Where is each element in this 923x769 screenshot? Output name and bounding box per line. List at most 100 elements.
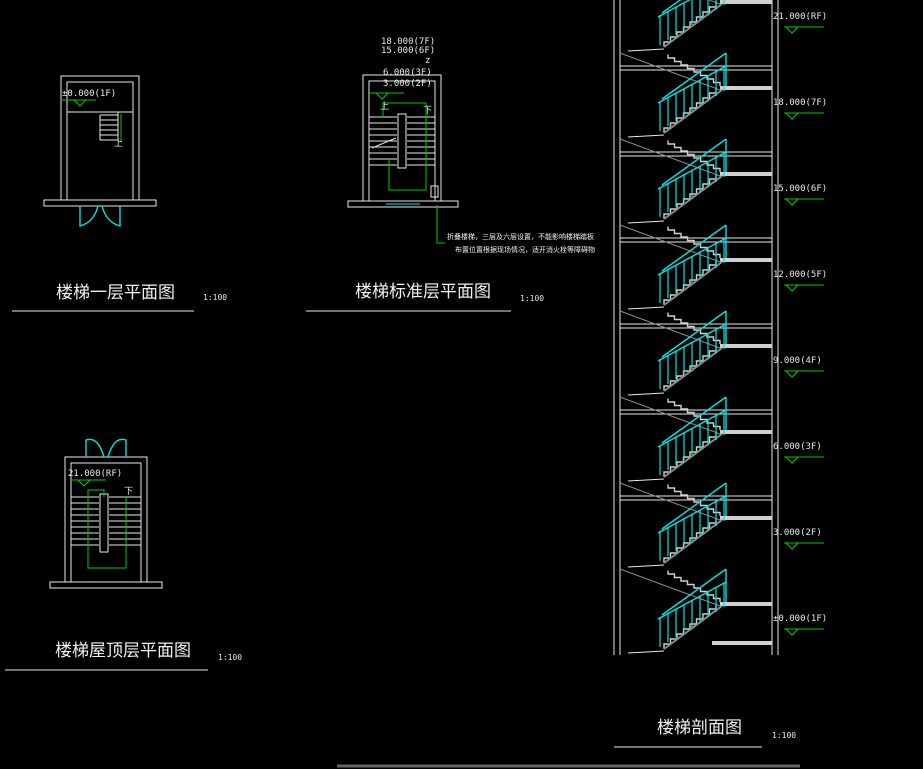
standard-floor-scale: 1:100 (520, 294, 544, 303)
stair-slope-line (627, 220, 665, 224)
stair-diagonal (619, 310, 721, 349)
stair-stringer (663, 433, 723, 478)
stair-diagonal (619, 138, 721, 177)
handrail (661, 224, 727, 272)
stair-diagonal (619, 52, 721, 91)
floor-slab (619, 495, 773, 501)
stair-stringer (663, 175, 723, 220)
stair-flight (667, 570, 721, 602)
stair-slope-line (627, 134, 665, 138)
stair-landing (720, 258, 772, 262)
stair-landing (720, 602, 772, 606)
stair-landing (720, 344, 772, 348)
stair-flight (663, 2, 717, 47)
level-marker-triangle (785, 542, 799, 550)
roof-floor-stair (71, 493, 141, 553)
stair-diagonal (619, 224, 721, 263)
stair-slope-line (627, 392, 665, 396)
standard-floor-plan (347, 74, 459, 244)
standard-floor-title: 楼梯标准层平面图 (355, 282, 491, 302)
stair-flight (667, 54, 721, 86)
stair-landing (720, 86, 772, 90)
stair-flight (667, 226, 721, 258)
stair-flight (663, 88, 717, 133)
floor-slab (619, 323, 773, 329)
stair-landing (720, 172, 772, 176)
first-floor-elevation: ±0.000(1F) (62, 89, 116, 99)
stair-flight (663, 346, 717, 391)
section-level-labels: 21.000(RF)18.000(7F)15.000(6F)12.000(5F)… (773, 12, 827, 636)
section-title: 楼梯剖面图 (657, 718, 742, 738)
handrail (661, 482, 727, 530)
stair-diagonal (619, 568, 721, 607)
roof-floor-title: 楼梯屋顶层平面图 (55, 641, 191, 661)
handrail (661, 138, 727, 186)
handrail (657, 0, 691, 18)
stair-slope-line (627, 564, 665, 568)
handrail (661, 310, 727, 358)
svg-text:上: 上 (380, 101, 389, 112)
roof-floor-door (85, 438, 127, 458)
standard-floor-ellipsis: z (425, 56, 430, 66)
floor-slab (619, 65, 773, 71)
handrail (661, 0, 682, 14)
stair-slope-line (627, 48, 665, 52)
stair-diagonal (619, 396, 721, 435)
floor-slab (619, 151, 773, 157)
section-scale: 1:100 (772, 731, 796, 740)
handrail (661, 396, 727, 444)
stair-flight (667, 140, 721, 172)
stair-flight (663, 174, 717, 219)
stair-landing (720, 516, 772, 520)
standard-floor-elevation-2f: 3.000(2F) (383, 79, 432, 89)
handrail (661, 568, 727, 616)
stair-flight (663, 432, 717, 477)
level-marker-triangle (785, 26, 799, 34)
first-floor-plan (43, 75, 157, 227)
first-floor-door (79, 205, 121, 227)
standard-floor-elevation-6f: 15.000(6F) (381, 46, 435, 56)
section-level-label: ±0.000(1F) (773, 614, 827, 624)
stair-slope-line (627, 650, 665, 654)
stair-flight (667, 484, 721, 516)
stair-flight (663, 604, 717, 649)
standard-floor-stair (369, 113, 435, 169)
stair-stringer (663, 3, 723, 48)
stair-stringer (663, 519, 723, 564)
stair-diagonal (619, 482, 721, 521)
first-floor-title: 楼梯一层平面图 (56, 283, 175, 303)
level-marker-triangle (785, 284, 799, 292)
first-floor-scale: 1:100 (203, 293, 227, 302)
stair-landing (720, 430, 772, 434)
floor-slab (619, 237, 773, 243)
stair-stringer (663, 89, 723, 134)
stair-flight (667, 312, 721, 344)
standard-floor-note-line2: 布置位置根据现场情况，适开消火栓等障碍物 (455, 245, 595, 254)
floor-slab (619, 409, 773, 415)
first-floor-stair (99, 111, 125, 141)
handrail (661, 52, 727, 100)
svg-text:上: 上 (114, 138, 123, 149)
stair-stringer (663, 261, 723, 306)
level-marker-triangle (785, 112, 799, 120)
roof-floor-elevation: 21.000(RF) (68, 469, 122, 479)
standard-floor-elevation-7f: 18.000(7F) (381, 37, 435, 47)
stair-slope-line (627, 306, 665, 310)
stair-flight (663, 260, 717, 305)
level-marker-triangle (785, 370, 799, 378)
standard-floor-elevation-3f: 6.000(3F) (383, 68, 432, 78)
roof-floor-scale: 1:100 (218, 653, 242, 662)
level-marker-triangle (785, 198, 799, 206)
section-level-label: 18.000(7F) (773, 98, 827, 108)
stair-slope-line (627, 478, 665, 482)
section-level-label: 6.000(3F) (773, 442, 822, 452)
level-marker-triangle (785, 456, 799, 464)
level-marker-triangle (785, 628, 799, 636)
section-level-label: 21.000(RF) (773, 12, 827, 22)
svg-text:下: 下 (423, 106, 432, 116)
section-level-label: 9.000(4F) (773, 356, 822, 366)
stair-diagonal (707, 0, 721, 5)
stair-stringer (663, 347, 723, 392)
stair-stringer (663, 605, 723, 650)
